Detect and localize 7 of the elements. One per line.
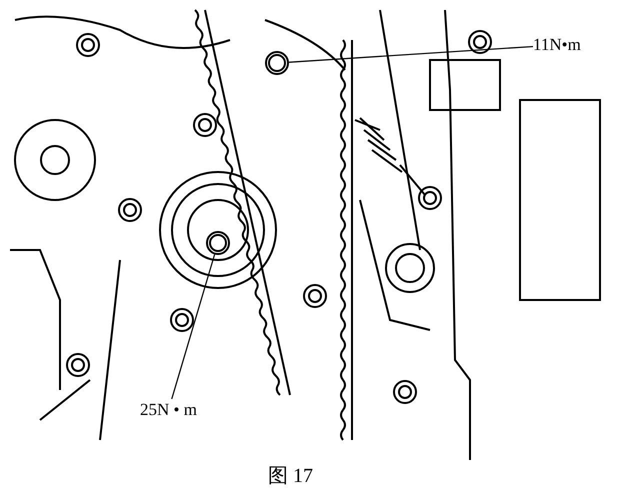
- bolt: [206, 231, 230, 255]
- leader-line: [171, 254, 216, 400]
- torque-label: 11N•m: [533, 34, 581, 56]
- figure-caption: 图 17: [268, 464, 313, 489]
- torque-label: 25N • m: [140, 399, 197, 421]
- leader-line: [288, 46, 534, 63]
- bolt: [265, 51, 289, 75]
